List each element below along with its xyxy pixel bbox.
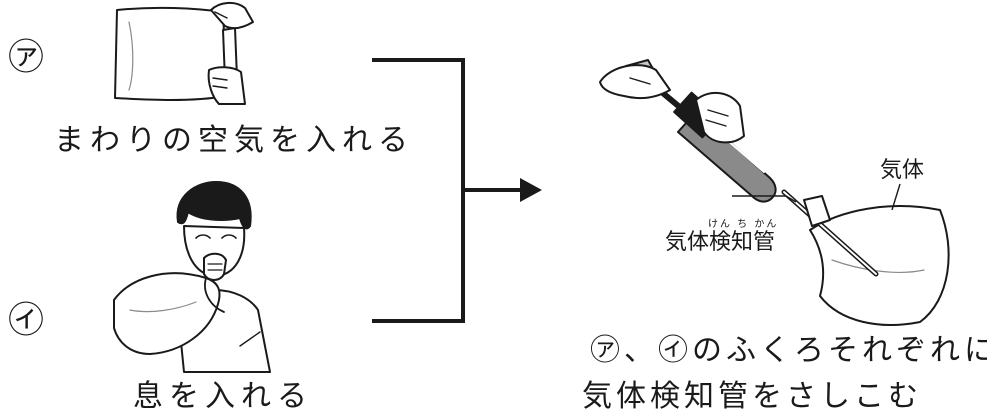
bag-a-caption: まわりの空気を入れる [54, 123, 414, 158]
tube-label: 気体検知管 [665, 230, 776, 255]
bag-i-caption: 息を入れる [133, 379, 313, 414]
marker-a: ㋐ [8, 37, 45, 78]
boy-blowing-into-bag-illustration [113, 181, 271, 373]
tube-label-ruby: けん ち かん [708, 219, 779, 230]
instruction-line-1: ㋐、㋑のふくろそれぞれに [590, 333, 987, 368]
instruction-line-2: 気体検知管をさしこむ [582, 379, 922, 414]
bag-being-filled-illustration [114, 2, 254, 105]
gas-detector-illustration [599, 59, 950, 326]
marker-i: ㋑ [8, 300, 45, 341]
gas-label: 気体 [880, 158, 925, 183]
